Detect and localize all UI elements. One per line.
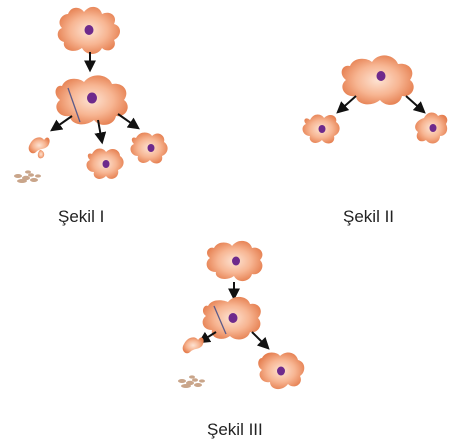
cell xyxy=(87,149,124,179)
figure-1-caption: Şekil I xyxy=(58,207,104,227)
nucleus xyxy=(430,124,437,132)
cell xyxy=(258,353,304,390)
nucleus xyxy=(319,125,326,133)
cell xyxy=(415,113,447,144)
cell xyxy=(58,7,120,54)
figure-3-group xyxy=(178,241,304,389)
arrow xyxy=(52,116,72,130)
nucleus xyxy=(85,25,94,35)
fragment xyxy=(183,337,204,353)
figure-2-group xyxy=(303,55,448,143)
figure-1-group xyxy=(14,7,168,183)
figure-3-caption: Şekil III xyxy=(207,420,263,440)
nucleus xyxy=(232,257,240,266)
cell xyxy=(56,75,128,125)
nucleus xyxy=(277,367,285,376)
debris xyxy=(178,375,205,388)
debris xyxy=(14,170,41,183)
nucleus xyxy=(229,313,238,323)
arrow xyxy=(118,114,138,128)
arrow xyxy=(338,96,356,112)
fragment xyxy=(29,137,50,158)
nucleus xyxy=(377,71,386,81)
arrow xyxy=(406,96,424,112)
cell xyxy=(342,55,414,105)
cell xyxy=(303,115,340,144)
nucleus xyxy=(87,93,97,104)
arrow xyxy=(252,332,268,348)
nucleus xyxy=(148,144,155,152)
figure-2-caption: Şekil II xyxy=(343,207,394,227)
cell xyxy=(131,133,168,164)
cell xyxy=(207,241,263,281)
nucleus xyxy=(103,160,110,168)
